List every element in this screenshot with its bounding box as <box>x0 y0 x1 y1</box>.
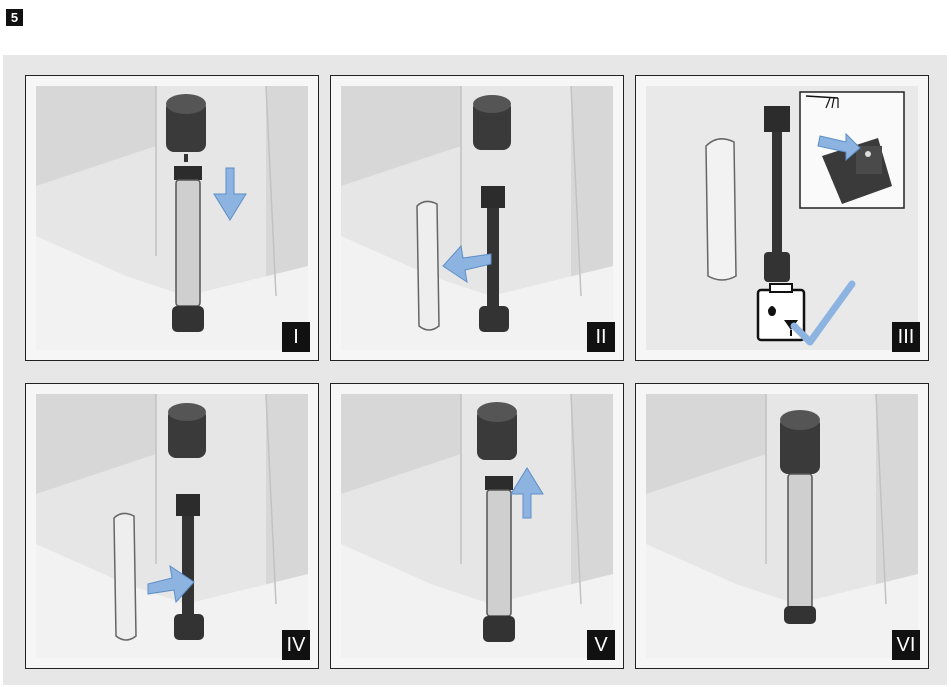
panel-label: VI <box>892 630 920 660</box>
illustration-cover-removal-down <box>36 86 308 350</box>
panel-label: IV <box>282 630 310 660</box>
step-number-badge: 5 <box>6 9 23 26</box>
panel-step-ii: II <box>330 75 624 361</box>
illustration-assembled <box>646 394 918 658</box>
panel-step-i: I <box>25 75 319 361</box>
panel-step-vi: VI <box>635 383 929 669</box>
panel-label: II <box>587 322 615 352</box>
panel-label: V <box>587 630 615 660</box>
illustration-cover-removed <box>341 86 613 350</box>
panel-label: III <box>892 322 920 352</box>
panel-label: I <box>282 322 310 352</box>
illustration-clean-parts <box>646 86 918 350</box>
panel-step-iii: III <box>635 75 929 361</box>
illustration-cap-attach-up <box>341 394 613 658</box>
illustration-cover-attach <box>36 394 308 658</box>
illustration-sheet: I II <box>3 55 947 685</box>
panel-step-v: V <box>330 383 624 669</box>
panel-step-iv: IV <box>25 383 319 669</box>
